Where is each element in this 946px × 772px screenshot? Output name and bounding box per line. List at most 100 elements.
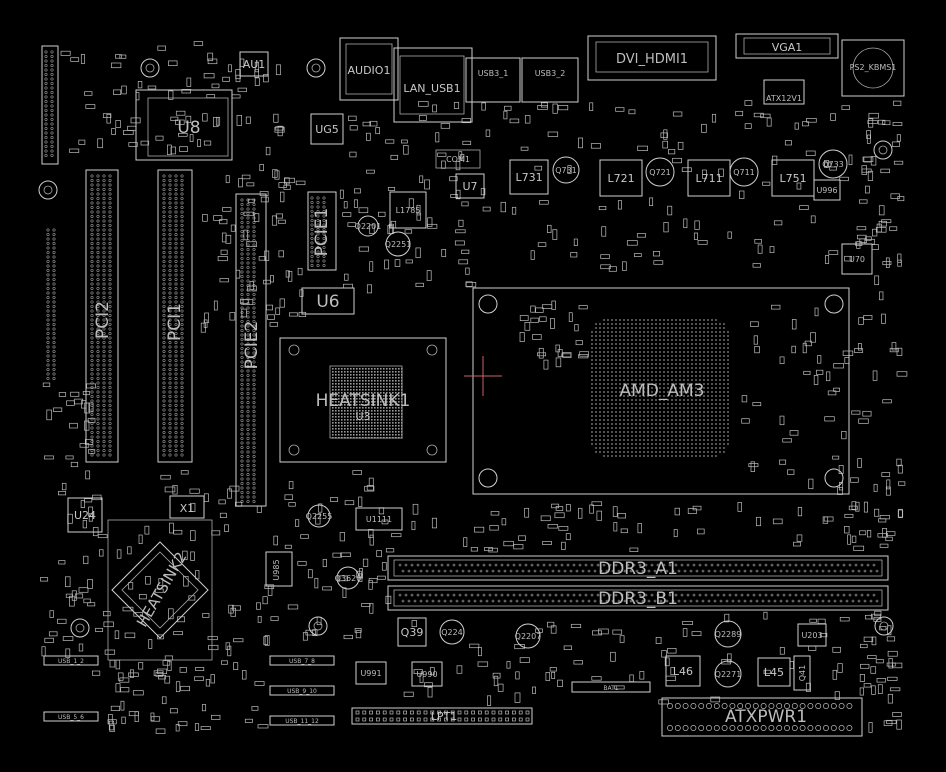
top-left-header-pins [44,50,54,158]
ddr3-b1-label: DDR3_B1 [598,589,678,609]
q39-label: Q39 [401,626,424,639]
slot-pci2: PCI2 [85,169,119,463]
u8-label: U8 [177,118,200,138]
l751-label: L751 [779,172,806,185]
lpt1-label: LPT1 [431,710,457,723]
northbridge-heatsink1: HEATSINK1 U3 [279,337,447,463]
fp-usb1-label: USB_5_6 [58,714,84,721]
u991-label: U991 [360,669,381,678]
q2251-label: Q2251 [385,240,412,249]
u70-label: U70 [849,255,865,264]
atx12v1-label: ATX12V1 [766,94,802,103]
connector-lan-usb1: LAN_USB1 [393,47,473,123]
heatsink1-label: HEATSINK1 [316,391,411,411]
pcie1-pins [310,196,326,267]
q2201-label: Q2201 [355,222,382,231]
l1785-label: L1785 [396,206,421,215]
fp-usb4-label: USB_11_12 [285,718,319,725]
q721-label: Q721 [649,168,671,177]
inductor-l1785: L1785 [389,191,427,229]
crystal-x1: X1 [169,495,205,519]
inductor-l46: L46 [665,655,701,687]
chip-u991: U991 [355,661,387,685]
l45-label: L45 [764,666,784,679]
q733-label: Q733 [822,160,844,169]
u6-label: U6 [316,292,339,312]
usb3-1-label: USB3_1 [478,69,509,78]
u7-label: U7 [462,180,477,193]
q711-label: Q711 [733,168,755,177]
u990-label: U990 [416,670,437,679]
l711-label: L711 [695,172,722,185]
pcie1-label: PCIE1 [312,208,332,257]
u1111-label: U1111 [366,515,392,524]
q3620-label: Q3620 [335,574,362,583]
u203-label: U203 [801,631,822,640]
pci2-label: PCI2 [93,301,113,339]
fp-usb3-label: USB_9_10 [287,688,317,695]
connector-dvi-hdmi1: DVI_HDMI1 [587,35,717,81]
mosfet-q41: Q41 [793,655,811,691]
u996-label: U996 [816,186,837,195]
header-lpt1: LPT1 [351,707,533,725]
com1-label: COM1 [446,155,470,164]
q41-label: Q41 [798,665,807,681]
mosfet-q2251: Q2251 Q2201 [355,215,412,257]
mosfet-q2255: Q2255 [306,504,333,528]
northbridge-bga [329,365,403,439]
q224-label: Q224 [441,628,463,637]
cpu-socket-amd-am3: AMD_AM3 [472,287,850,495]
com-header: COM1 [435,149,481,169]
q2289-label: Q2289 [715,630,742,639]
dimm-a-pin-row [398,563,879,573]
smd-components [38,41,908,734]
connector-usb3-1: USB3_1 [465,57,521,103]
layout-cursor-crosshair [464,356,502,396]
atx-pin-grid [667,703,853,731]
q2271-label: Q2271 [715,670,742,679]
cpu-pin-array [591,319,729,457]
chip-u985: U985 [265,551,293,587]
dimm-slot-ddr3-b1: DDR3_B1 [387,585,889,611]
connector-atxpwr1: ATXPWR1 [661,697,863,737]
u24-label: U24 [74,509,96,522]
battery-bat1: BAT1 [571,681,651,693]
pcie2-label: PCIE2 [242,321,262,370]
connector-ps2: PS2_KBMS1 [841,39,905,97]
au1-label: AU1 [243,58,266,71]
pci1-label: PCI1 [165,303,185,341]
lpt-pin-row [355,710,530,722]
fp-usb2-label: USB_7_8 [289,658,315,665]
lan-usb1-label: LAN_USB1 [403,82,460,95]
q2255-label: Q2255 [306,512,333,521]
slot-pcie1: PCIE1 [307,191,337,271]
l731-label: L731 [515,171,542,184]
ug5-label: UG5 [315,123,339,136]
chip-u6: U6 [301,287,355,315]
connector-usb3-2: USB3_2 [521,57,579,103]
chip-u7: U7 [455,173,485,199]
connector-vga1: VGA1 [735,33,839,59]
chip-u203: U203 [797,623,827,647]
l721-label: L721 [607,172,634,185]
mosfet-q3620: Q3620 [335,566,362,590]
ddr3-a1-label: DDR3_A1 [598,559,678,579]
mosfet-q39: Q39 [397,617,427,647]
fp-usb5-label: USB_1_2 [58,658,84,665]
chip-ug5: UG5 [310,113,344,145]
x1-label: X1 [180,502,195,515]
vrm-chokes-and-mosfets: L731 L721 L711 L751 Q731 Q721 Q711 Q733 … [509,149,873,275]
q731-label: Q731 [555,166,577,175]
audio1-label: AUDIO1 [348,64,391,77]
chip-u990: U990 [411,661,443,687]
connector-atx12v1: ATX12V1 [763,79,805,105]
inductor-l45: L45 [757,657,791,687]
chip-u8: U8 [135,89,233,161]
pcie2-pins [240,198,256,503]
pci2-pins [90,174,112,457]
mosfet-q2207: Q2207 [515,623,541,649]
dimm-b-pin-row [398,593,879,603]
ps2-label: PS2_KBMS1 [850,63,897,72]
left-header-strip [41,45,59,165]
